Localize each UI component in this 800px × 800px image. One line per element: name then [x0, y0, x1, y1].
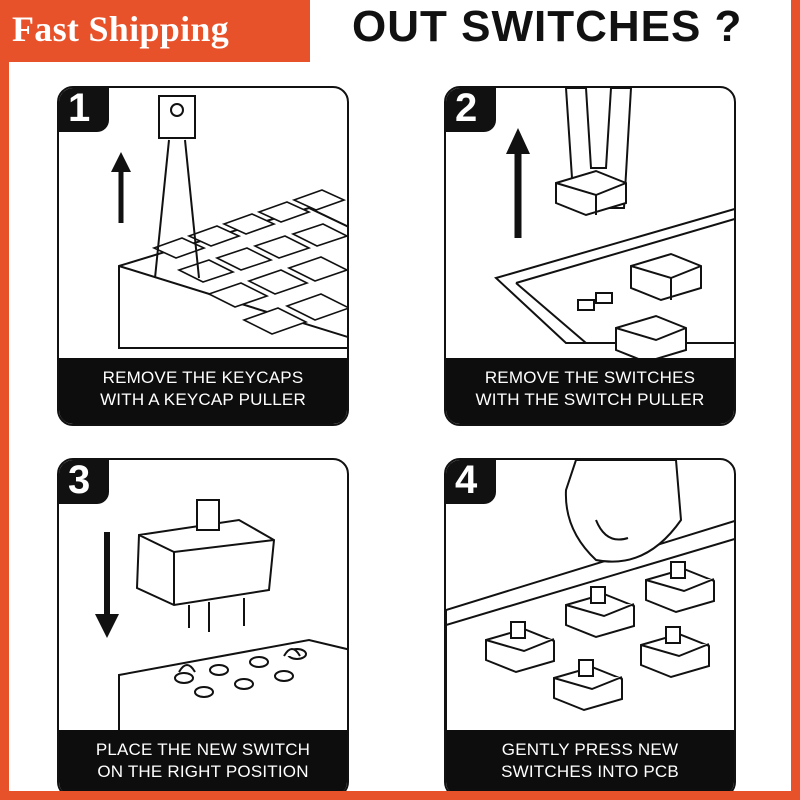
- switch-removal-illustration: [494, 88, 734, 364]
- switch-placement-illustration: [95, 499, 347, 741]
- step-number-badge: 2: [446, 88, 496, 132]
- step-number-badge: 1: [59, 88, 109, 132]
- step-number-badge: 4: [446, 460, 496, 504]
- switch-press-illustration: [446, 460, 734, 741]
- page-heading: OUT SWITCHES ?: [352, 2, 743, 51]
- fast-shipping-badge: Fast Shipping: [0, 0, 310, 62]
- step-number-badge: 3: [59, 460, 109, 504]
- badge-label: Fast Shipping: [12, 9, 229, 49]
- keycap-removal-illustration: [111, 95, 347, 349]
